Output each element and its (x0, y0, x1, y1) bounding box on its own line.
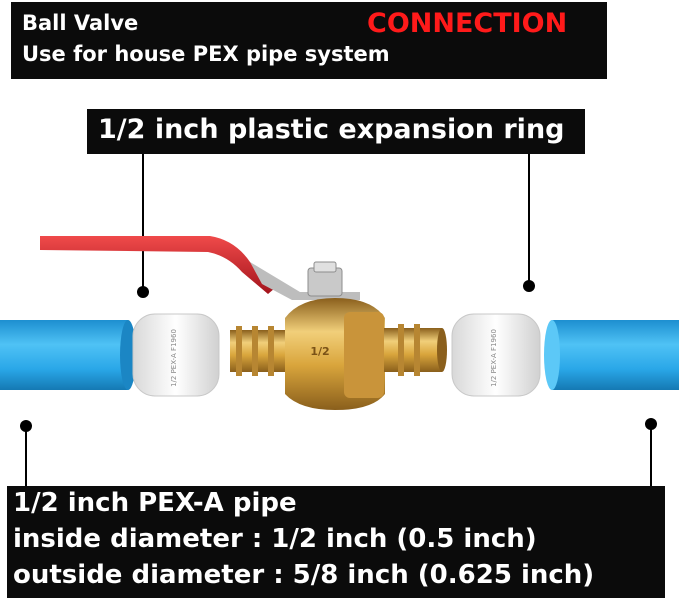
right-expansion-ring: 1/2 PEX-A F1960 (451, 313, 541, 397)
right-pex-pipe (544, 320, 679, 390)
ring-leader-left-dot (137, 286, 149, 298)
header-box: Ball Valve Use for house PEX pipe system… (11, 2, 607, 79)
ball-valve: 1/2 (40, 236, 447, 410)
ring-callout-text: 1/2 inch plastic expansion ring (98, 114, 565, 145)
ring-leader-left (142, 154, 144, 292)
ring-callout: 1/2 inch plastic expansion ring (87, 109, 585, 154)
pipe-leader-left (25, 426, 27, 488)
svg-text:1/2 PEX-A F1960: 1/2 PEX-A F1960 (170, 329, 178, 387)
pipe-leader-right-dot (645, 418, 657, 430)
ring-leader-right-dot (523, 280, 535, 292)
pipe-leader-left-dot (20, 420, 32, 432)
outside-diameter-text: outside diameter : 5/8 inch (0.625 inch) (13, 560, 595, 590)
pipe-callout: 1/2 inch PEX-A pipe inside diameter : 1/… (7, 486, 665, 598)
header-title: Ball Valve (22, 11, 139, 35)
header-subtitle: Use for house PEX pipe system (22, 42, 390, 66)
left-expansion-ring: 1/2 PEX-A F1960 (132, 313, 220, 397)
ring-leader-right (528, 154, 530, 286)
pipe-type-text: 1/2 inch PEX-A pipe (13, 488, 297, 518)
connection-label: CONNECTION (367, 8, 568, 39)
pipe-leader-right (650, 424, 652, 488)
svg-text:1/2 PEX-A F1960: 1/2 PEX-A F1960 (490, 329, 498, 387)
inside-diameter-text: inside diameter : 1/2 inch (0.5 inch) (13, 524, 537, 554)
valve-size-marking: 1/2 (310, 345, 329, 358)
left-pex-pipe (0, 320, 136, 390)
